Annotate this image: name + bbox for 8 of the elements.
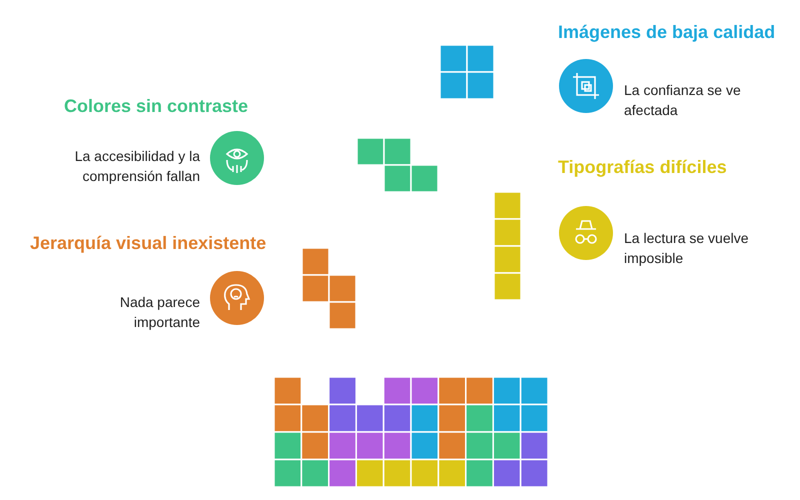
- category-heading: Jerarquía visual inexistente: [30, 233, 266, 254]
- description-text: La confianza se ve afectada: [624, 81, 742, 120]
- category-heading: Colores sin contraste: [64, 96, 248, 117]
- description-text: Nada parece importante: [118, 293, 200, 332]
- category-heading: Tipografías difíciles: [558, 157, 727, 178]
- category-heading: Imágenes de baja calidad: [558, 22, 776, 43]
- description-text: La accesibilidad y la comprensión fallan: [74, 147, 200, 186]
- description-text: La lectura se vuelve imposible: [624, 229, 750, 268]
